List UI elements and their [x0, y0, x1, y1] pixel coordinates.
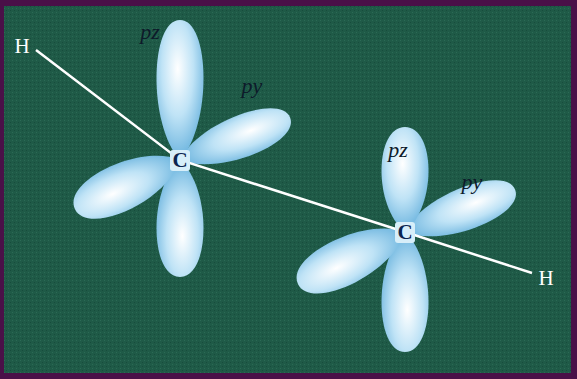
orbital-label: pz	[388, 139, 408, 161]
orbital-label: pz	[140, 21, 160, 43]
orbital-label: py	[462, 171, 483, 193]
carbon-orbitals	[288, 127, 523, 352]
orbital-label: py	[242, 75, 263, 97]
atom-label: H	[538, 268, 553, 289]
atom-label: C	[170, 150, 189, 171]
background	[4, 6, 571, 373]
atom-label: C	[395, 222, 414, 243]
carbon-orbitals	[65, 20, 298, 277]
atom-label: H	[14, 36, 29, 57]
bond-axis	[36, 50, 532, 273]
